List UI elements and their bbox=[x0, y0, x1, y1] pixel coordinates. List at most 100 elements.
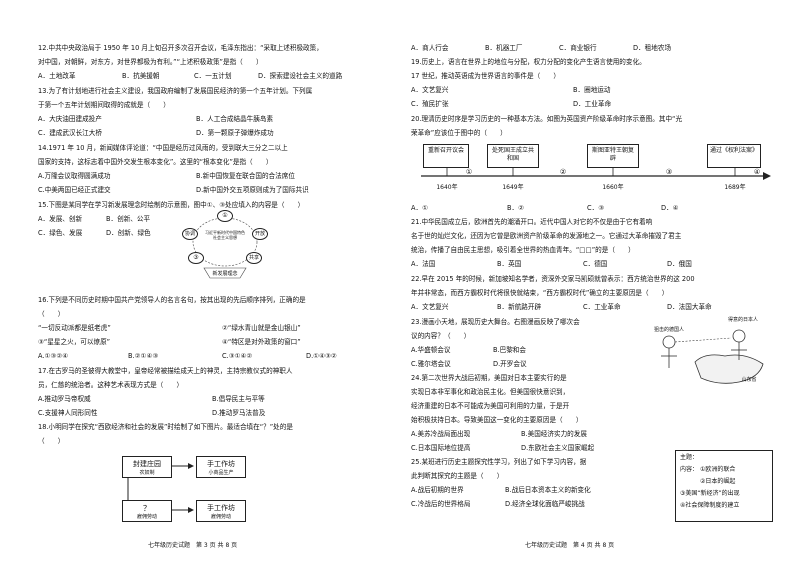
q16-option-b[interactable]: B.②①④③ bbox=[128, 352, 159, 360]
q19-line1: 19.历史上，语言在世界上的地位与分配，权力分配的变化产生语言使用的变化。 bbox=[411, 58, 646, 66]
q21-line2: 名于世的灿烂文化，还因为它曾是欧洲资产阶级革命的发源地之一。它通过大革命摧毁了君… bbox=[411, 232, 682, 240]
timeline-year-1660: 1660年 bbox=[602, 184, 624, 191]
q23-line2: 议的内容？（ ） bbox=[411, 332, 471, 340]
timeline-box-1649: 处死国王成立共和国 bbox=[487, 144, 539, 168]
q20-line1: 20.理清历史时序是学习历史的一种基本方法。如图为英国资产阶级革命时序示意图。其… bbox=[411, 115, 683, 123]
theme-item-4: ④社会保障制度的建立 bbox=[680, 502, 740, 509]
q12-line2: 对中国，对朝鲜，对东方，对世界都极为有利。”“上述积极政策”是指（ ） bbox=[38, 58, 263, 66]
q24-option-c[interactable]: C.日本国际地位提高 bbox=[411, 444, 471, 452]
q19-option-c[interactable]: C．殖民扩张 bbox=[411, 100, 449, 108]
q24-option-a[interactable]: A.美苏冷战局面出现 bbox=[411, 430, 471, 438]
q16-item-4: ④“特区是对外政策的窗口” bbox=[222, 338, 301, 346]
q22-line2: 年并非常态，而西方霸权时代将很快就结束，“西方霸权时代”确立的主要原因是（ ） bbox=[411, 289, 669, 297]
right-page: A．商人行会 B．机器工厂 C．商业银行 D．租地农场 19.历史上，语言在世界… bbox=[397, 0, 794, 561]
q14-option-d[interactable]: D.新中国外交五项原则成为了国际共识 bbox=[196, 186, 309, 194]
diagram-box-question[interactable]: ？ 雇佣劳动 bbox=[122, 500, 172, 522]
diagram-node-bottom-left: ③ bbox=[188, 252, 204, 264]
new-development-diagram: ① 协调 开放 ③ 共享 习近平新时代中国特色社会主义思想 新发展理念 bbox=[180, 208, 270, 282]
q17-line1: 17.在古罗马的圣彼得大教堂中，皇帝经常被描绘成天上的神灵，主持宗教仪式的神职人 bbox=[38, 367, 293, 375]
q18-option-c[interactable]: C．商业银行 bbox=[559, 44, 597, 52]
q12-option-c[interactable]: C．一五计划 bbox=[194, 72, 232, 80]
q17-option-d[interactable]: D.推动罗马法普及 bbox=[212, 409, 266, 417]
q20-option-b[interactable]: B．② bbox=[507, 204, 525, 212]
theme-box: 主题： 内容： ①欧洲的联合 ②日本的崛起 ③美国“新经济”的出现 ④社会保障制… bbox=[675, 450, 773, 522]
q14-line2: 国家的支持，这标志着中国外交发生根本变化”。这里的“根本变化”是指（ ） bbox=[38, 158, 273, 166]
q21-option-c[interactable]: C．德国 bbox=[583, 260, 608, 268]
q21-option-d[interactable]: D．俄国 bbox=[667, 260, 692, 268]
q24-line2: 实现日本非军事化和政治民主化。但美国很快意识到， bbox=[411, 388, 570, 396]
q24-line1: 24.第二次世界大战后初期，美国对日本主要实行的是 bbox=[411, 374, 567, 382]
q24-line4: 始积极扶持日本。导致美国这一变化的主要原因是（ ） bbox=[411, 416, 583, 424]
q24-option-b[interactable]: B.美国经济实力的发展 bbox=[521, 430, 587, 438]
q22-option-c[interactable]: C．工业革命 bbox=[583, 303, 621, 311]
q23-line1: 23.漫画小天地，展现历史大舞台。右图漫画反映了哪次会 bbox=[411, 318, 580, 326]
q25-option-b[interactable]: B.战后日本资本主义的新变化 bbox=[505, 486, 591, 494]
q16-option-d[interactable]: D.①④③② bbox=[306, 352, 337, 360]
q12-option-d[interactable]: D．探索建设社会主义的道路 bbox=[258, 72, 343, 80]
q13-option-b[interactable]: B．人工合成结晶牛胰岛素 bbox=[196, 115, 274, 123]
left-page: 12.中共中央政治局于 1950 年 10 月上旬召开多次召开会议，毛泽东指出：… bbox=[38, 44, 343, 549]
timeline-year-1649: 1649年 bbox=[502, 184, 524, 191]
q18-option-b[interactable]: B．机器工厂 bbox=[485, 44, 523, 52]
q17-line2: 员，仁慈的统治者。这种艺术表现方式是（ ） bbox=[38, 381, 184, 389]
q20-option-c[interactable]: C．③ bbox=[587, 204, 605, 212]
cartoon-drawing bbox=[661, 329, 764, 384]
q19-option-a[interactable]: A．文艺复兴 bbox=[411, 86, 449, 94]
q24-line3: 经济重建的日本不可能成为美国可利用的力量，于是开 bbox=[411, 402, 570, 410]
q25-option-a[interactable]: A.战后初期的世界 bbox=[411, 486, 464, 494]
q14-option-b[interactable]: B.新中国恢复在联合国的合法席位 bbox=[196, 172, 295, 180]
timeline-mark-2: ② bbox=[559, 168, 567, 176]
q17-option-a[interactable]: A.推动罗马帝权威 bbox=[38, 395, 91, 403]
q13-option-d[interactable]: D．第一颗原子弹爆炸成功 bbox=[196, 129, 274, 137]
q23-option-b[interactable]: B.巴黎和会 bbox=[493, 346, 526, 354]
q20-option-a[interactable]: A．① bbox=[411, 204, 429, 212]
q19-option-b[interactable]: B．圈地运动 bbox=[573, 86, 611, 94]
q24-option-d[interactable]: D.东欧社会主义国家崛起 bbox=[521, 444, 595, 452]
diagram-center-text: 习近平新时代中国特色社会主义思想 bbox=[205, 230, 245, 240]
q17-option-b[interactable]: B.倡导民主与平等 bbox=[212, 395, 265, 403]
q16-option-c[interactable]: C.③①④② bbox=[222, 352, 253, 360]
page-footer-left: 七年级历史试题 第 3 页 共 8 页 bbox=[148, 542, 238, 549]
q12-option-b[interactable]: B．抗美援朝 bbox=[122, 72, 160, 80]
q15-option-c[interactable]: C．绿色、发展 bbox=[38, 229, 83, 237]
q21-line3: 统治，传播了自由民主思想，吸引着全世界的热血青年。“□□”的是（ ） bbox=[411, 246, 635, 254]
q13-option-a[interactable]: A．大庆油田建成投产 bbox=[38, 115, 102, 123]
q23-option-d[interactable]: D.开罗会议 bbox=[493, 360, 527, 368]
q17-option-c[interactable]: C.支援神人同形同性 bbox=[38, 409, 98, 417]
q23-option-c[interactable]: C.雅尔塔会议 bbox=[411, 360, 451, 368]
timeline-box-1640: 重新召开议会 bbox=[423, 144, 469, 168]
q12-option-a[interactable]: A．土地改革 bbox=[38, 72, 76, 80]
theme-item-2: ②日本的崛起 bbox=[700, 478, 736, 485]
page-footer-right: 七年级历史试题 第 4 页 共 8 页 bbox=[525, 542, 615, 549]
q25-option-c[interactable]: C.冷战后的世界格局 bbox=[411, 500, 471, 508]
q14-option-c[interactable]: C.中美两国已经正式建交 bbox=[38, 186, 111, 194]
timeline-mark-1: ① bbox=[465, 168, 473, 176]
q22-option-a[interactable]: A．文艺复兴 bbox=[411, 303, 449, 311]
diagram-connectors bbox=[192, 217, 258, 279]
q22-option-d[interactable]: D．法国大革命 bbox=[667, 303, 712, 311]
q15-line1: 15.下图是某同学在学习新发展理念时绘制的示意图，图中①、③处应填入的内容是（ … bbox=[38, 201, 305, 209]
theme-item-3: ③美国“新经济”的出现 bbox=[680, 490, 740, 497]
diagram-node-top: ① bbox=[217, 210, 233, 222]
q21-option-b[interactable]: B．英国 bbox=[497, 260, 522, 268]
q15-option-b[interactable]: B．创新、公平 bbox=[106, 215, 151, 223]
q19-option-d[interactable]: D．工业革命 bbox=[573, 100, 612, 108]
q22-option-b[interactable]: B．新航路开辟 bbox=[497, 303, 542, 311]
q18-option-a[interactable]: A．商人行会 bbox=[411, 44, 449, 52]
q20-option-d[interactable]: D．④ bbox=[661, 204, 679, 212]
timeline-mark-3: ③ bbox=[665, 168, 673, 176]
diagram-node-left: 协调 bbox=[182, 228, 198, 240]
q13-option-c[interactable]: C．建成武汉长江大桥 bbox=[38, 129, 102, 137]
q14-option-a[interactable]: A.万隆会议取得圆满成功 bbox=[38, 172, 111, 180]
q16-line1: 16.下列是不同历史时期中国共产党领导人的名言名句，按其出现的先后顺序排列，正确… bbox=[38, 296, 306, 304]
q23-option-a[interactable]: A.华盛顿会议 bbox=[411, 346, 451, 354]
q15-option-a[interactable]: A．发展、创新 bbox=[38, 215, 83, 223]
q16-option-a[interactable]: A.①③②④ bbox=[38, 352, 69, 360]
q15-option-d[interactable]: D．创新、绿色 bbox=[106, 229, 151, 237]
q21-option-a[interactable]: A．法国 bbox=[411, 260, 436, 268]
q25-option-d[interactable]: D.经济全球化面临严峻挑战 bbox=[505, 500, 585, 508]
q14-line1: 14.1971 年 10 月，新闻媒体评论道：“中国是经历过风雨的，受到联大三分… bbox=[38, 144, 288, 152]
q12-line1: 12.中共中央政治局于 1950 年 10 月上旬召开多次召开会议，毛泽东指出：… bbox=[38, 44, 323, 52]
q18-option-d[interactable]: D．租地农场 bbox=[633, 44, 672, 52]
revolution-timeline: 重新召开议会 处死国王成立共和国 斯图亚特王朝复辟 通过《权利法案》 ① ② ③… bbox=[417, 142, 773, 202]
